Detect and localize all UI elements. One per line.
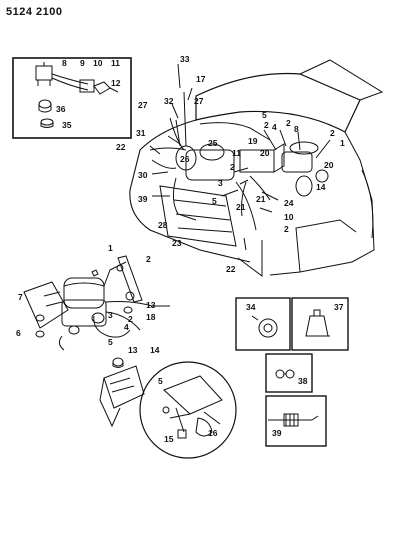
callout: 4: [124, 322, 129, 332]
callout: 1: [108, 243, 113, 253]
callout: 36: [56, 104, 66, 114]
callout: 20: [324, 160, 334, 170]
callout: 39: [138, 194, 148, 204]
inset-relay-box: [12, 57, 132, 139]
callout: 2: [146, 254, 151, 264]
callout: 7: [18, 292, 23, 302]
callout: 14: [150, 345, 160, 355]
callout: 16: [208, 428, 218, 438]
callout: 5: [262, 110, 267, 120]
document-number: 5124 2100: [6, 6, 63, 18]
callout: 22: [226, 264, 236, 274]
callout: 14: [316, 182, 326, 192]
callout: 11: [111, 58, 120, 68]
callout: 8: [294, 124, 299, 134]
callout: 8: [62, 58, 67, 68]
callout: 10: [93, 58, 103, 68]
callout: 6: [16, 328, 21, 338]
callout: 39: [272, 428, 282, 438]
callout: 13: [146, 300, 156, 310]
callout: 38: [298, 376, 308, 386]
callout: 2: [128, 314, 133, 324]
callout: 26: [180, 154, 190, 164]
callout: 21: [236, 202, 246, 212]
callout: 2: [286, 118, 291, 128]
callout: 1: [340, 138, 345, 148]
callout: 4: [272, 122, 277, 132]
callout: 34: [246, 302, 256, 312]
callout: 27: [194, 96, 204, 106]
callout: 5: [158, 376, 163, 386]
engine-bay: [129, 59, 384, 277]
callout: 33: [180, 54, 190, 64]
assembly-bottom: [99, 357, 237, 459]
callout: 35: [62, 120, 72, 130]
callout: 3: [108, 310, 113, 320]
assembly-left: [23, 255, 170, 351]
callout: 23: [172, 238, 182, 248]
callout-labels: 8 9 10 11 12 36 35 33 17 32 27 27 31 22 …: [16, 54, 345, 444]
callout: 20: [260, 148, 270, 158]
callout: 24: [284, 198, 294, 208]
callout: 19: [248, 136, 258, 146]
callout: 37: [334, 302, 344, 312]
callout: 32: [164, 96, 174, 106]
callout: 13: [128, 345, 138, 355]
callout: 25: [208, 138, 218, 148]
callout: 2: [230, 162, 235, 172]
callout: 15: [164, 434, 174, 444]
callout: 2: [284, 224, 289, 234]
callout: 30: [138, 170, 148, 180]
callout: 9: [80, 58, 85, 68]
callout: 11: [232, 148, 241, 158]
callout: 31: [136, 128, 146, 138]
callout: 3: [218, 178, 223, 188]
right-boxes: [235, 297, 349, 447]
callout: 22: [116, 142, 126, 152]
callout: 12: [111, 78, 121, 88]
callout: 5: [108, 337, 113, 347]
callout: 17: [196, 74, 206, 84]
callout: 18: [146, 312, 156, 322]
callout: 21: [256, 194, 266, 204]
callout: 5: [212, 196, 217, 206]
callout: 27: [138, 100, 148, 110]
callout: 28: [158, 220, 168, 230]
callout: 2: [264, 120, 269, 130]
callout: 2: [330, 128, 335, 138]
callout: 10: [284, 212, 294, 222]
